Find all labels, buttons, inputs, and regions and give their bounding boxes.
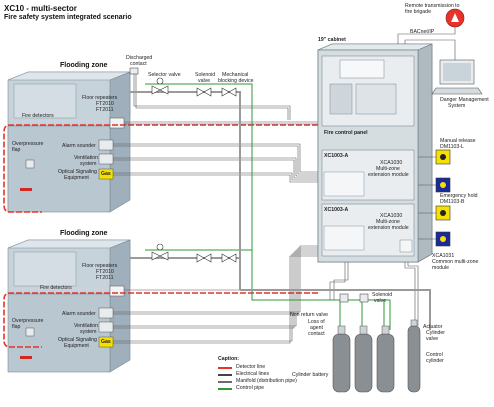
actuator-label2: Cylinder	[426, 330, 446, 336]
zone2-optical: Optical Signaling	[58, 337, 97, 343]
loss-of-agent-label3: contact	[308, 331, 325, 337]
module2-right-l1: XCA1030	[380, 213, 403, 219]
zone2-ventilation: Ventilation	[74, 323, 98, 329]
zone1-title: Flooding zone	[60, 62, 108, 69]
module1-left-label: XC1003-A	[324, 153, 349, 159]
zone1-alarm-sounder: Alarm sounder	[62, 143, 96, 149]
zone2-gas-label: Gas	[101, 339, 111, 345]
diagram-subtitle: Fire safety system integrated scenario	[4, 14, 132, 21]
zone2-equipment: Equipment	[64, 343, 89, 349]
mechanical-blocking-label: Mechanical	[222, 72, 249, 78]
module1-right-l1: XCA1030	[380, 160, 403, 166]
emergency-hold-l2: DM1103-B	[440, 199, 465, 205]
zone2-overpressure: Overpressure	[12, 318, 44, 324]
non-return-valve-label: Non return valve	[290, 312, 329, 318]
cabinet-graphic	[317, 43, 433, 263]
zone-devices	[20, 117, 125, 359]
right-devices	[397, 8, 483, 247]
manual-release-l1: Manual release	[440, 138, 476, 144]
zone2-fire-detectors: Fire detectors	[40, 285, 72, 291]
solenoid-valve-label: Solenoid	[195, 72, 216, 78]
emergency-hold-l1: Emergency hold	[440, 193, 478, 199]
remote-transmission-l2: fire brigade	[405, 9, 431, 15]
zone1-system: system	[80, 161, 97, 167]
detector-line-loops	[3, 124, 318, 348]
solenoid-valve-bottom: Solenoid	[372, 292, 393, 298]
control-cylinder-label: Control	[426, 352, 443, 358]
valves	[129, 67, 369, 303]
common-module-l3: module	[432, 265, 450, 271]
module1-right-l3: extension module	[368, 172, 409, 178]
dms-label-l2: System	[448, 103, 466, 109]
caption-electrical-lines: Electrical lines	[236, 371, 270, 377]
solenoid-valve-label2: valve	[198, 78, 211, 84]
zone1-repeater-id1: FT2010	[96, 101, 114, 107]
zone1-overpressure: Overpressure	[12, 141, 44, 147]
control-cylinder-label2: cylinder	[426, 358, 444, 364]
lower-zone-room	[7, 239, 131, 373]
cylinder-battery-label: Cylinder battery	[292, 372, 329, 378]
caption-box	[208, 355, 304, 405]
zone1-gas-label: Gas	[101, 171, 111, 177]
discharged-contact-label2: contact	[130, 61, 147, 67]
discharged-contact-label: Discharged	[126, 55, 153, 61]
zone1-fire-detectors: Fire detectors	[22, 113, 54, 119]
zone2-system: system	[80, 329, 97, 335]
zone1-equipment: Equipment	[64, 175, 89, 181]
cabinet-label: 19" cabinet	[318, 37, 346, 43]
caption-manifold-swatch	[218, 381, 232, 383]
zone2-floor-repeaters: Floor repeaters	[82, 263, 118, 269]
zone1-floor-repeaters: Floor repeaters	[82, 95, 118, 101]
caption-manifold: Manifold (distribution pipe)	[236, 378, 297, 384]
solenoid-valve-bottom2: valve	[374, 298, 387, 304]
zone1-repeater-id2: FT2011	[96, 107, 114, 113]
zone1-optical: Optical Signaling	[58, 169, 97, 175]
remote-transmission-l1: Remote transmission to	[405, 3, 460, 9]
zone2-flap: flap	[12, 324, 21, 330]
caption-title: Caption:	[218, 356, 240, 362]
selector-valve-label: Selector valve	[148, 72, 181, 78]
module1-right-l2: Multi-zone	[376, 166, 400, 172]
caption-control-pipe: Control pipe	[236, 385, 264, 391]
zone2-alarm-sounder: Alarm sounder	[62, 311, 96, 317]
zone2-title: Flooding zone	[60, 230, 108, 237]
caption-control-swatch	[218, 388, 232, 390]
zone1-flap: flap	[12, 147, 21, 153]
manual-release-l2: DM1103-L	[440, 144, 464, 150]
common-module-l2: Common multi-zone	[432, 259, 479, 265]
loss-of-agent-label: Loss of	[308, 319, 325, 325]
mechanical-blocking-label2: blocking device	[218, 78, 254, 84]
bacnet-label: BACnet/IP	[410, 29, 435, 35]
actuator-label3: valve	[426, 336, 439, 342]
caption-detector-line: Detector line	[236, 364, 266, 370]
module2-right-l2: Multi-zone	[376, 219, 400, 225]
caption-electrical-swatch	[218, 374, 232, 376]
fire-control-panel-label: Fire control panel	[324, 130, 368, 136]
caption-detector-swatch	[218, 367, 232, 369]
loss-of-agent-label2: agent	[310, 325, 323, 331]
common-module-l1: XCA1031	[432, 253, 455, 259]
upper-zone-room	[7, 71, 131, 213]
electrical-lines	[113, 70, 419, 344]
cylinder-battery	[332, 319, 421, 393]
actuator-label: Actuator	[423, 324, 443, 330]
module2-left-label: XC1003-A	[324, 207, 349, 213]
zone2-repeater-id2: FT2011	[96, 275, 114, 281]
dms-label-l1: Danger Management	[440, 97, 489, 103]
zone2-repeater-id1: FT2010	[96, 269, 114, 275]
diagram-title: XC10 - multi-sector	[4, 4, 77, 13]
module2-right-l3: extension module	[368, 225, 409, 231]
zone1-ventilation: Ventilation	[74, 155, 98, 161]
